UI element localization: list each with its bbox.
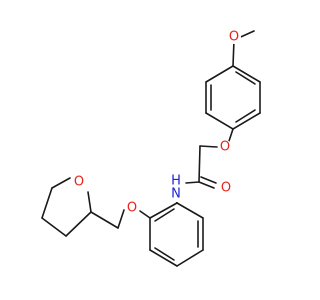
bond-layer	[41, 30, 261, 267]
bond-ring2-inner-3	[154, 208, 175, 222]
bond-ring1-inner-1	[235, 71, 256, 85]
bond-ring2-f	[149, 202, 178, 219]
bond-ring2-inner-2	[154, 247, 175, 261]
atom-label-o-thf: O	[74, 175, 84, 190]
bond-ring1-d	[205, 112, 234, 130]
bond-ch2-thf	[90, 211, 119, 229]
atom-o-phenoxy: O	[218, 140, 232, 155]
bond-ring1-a	[232, 65, 261, 83]
bond-co-double-b	[200, 176, 217, 184]
atom-o-thf: O	[72, 175, 86, 190]
atom-label-o-carbonyl: O	[221, 181, 231, 196]
bond-ring1-f	[205, 65, 234, 83]
atom-o-carbonyl: O	[219, 181, 233, 196]
bond-o-ring-top	[232, 39, 235, 67]
bond-ring1-c	[232, 112, 261, 130]
atom-label-o-phenoxy: O	[220, 140, 230, 155]
bond-ring2-a	[176, 202, 204, 219]
bond-co-n	[185, 181, 200, 184]
bond-o-ch2-b	[117, 209, 125, 229]
bond-ring2-c	[176, 249, 204, 267]
atom-o-aryl-ether: O	[125, 201, 139, 216]
bond-thf-c4-c3	[41, 217, 67, 237]
atom-label-o-methoxy: O	[229, 30, 239, 45]
bond-thf-o-c5	[51, 177, 71, 189]
molecule-structure: O O O H N O O	[41, 30, 261, 267]
bond-ring2-o	[139, 210, 151, 219]
atom-layer: O O O H N O O	[72, 30, 241, 216]
bond-o-ch2	[199, 145, 218, 148]
bond-ring2-d	[149, 249, 178, 267]
atom-label-h-amide: H	[171, 174, 181, 189]
atom-nh-amide: H N	[169, 174, 183, 202]
bond-thf-c3-c2	[65, 211, 92, 237]
bond-co-double-a	[198, 181, 215, 189]
bond-thf-c5-c4	[41, 187, 53, 219]
atom-o-methoxy: O	[227, 30, 241, 45]
atom-label-n-amide: N	[171, 187, 181, 202]
atom-label-o-aryl-ether: O	[127, 201, 137, 216]
bond-ring1-inner-2	[235, 109, 256, 123]
bond-ch2-co	[198, 145, 201, 183]
bond-thf-c2-o	[87, 191, 92, 213]
